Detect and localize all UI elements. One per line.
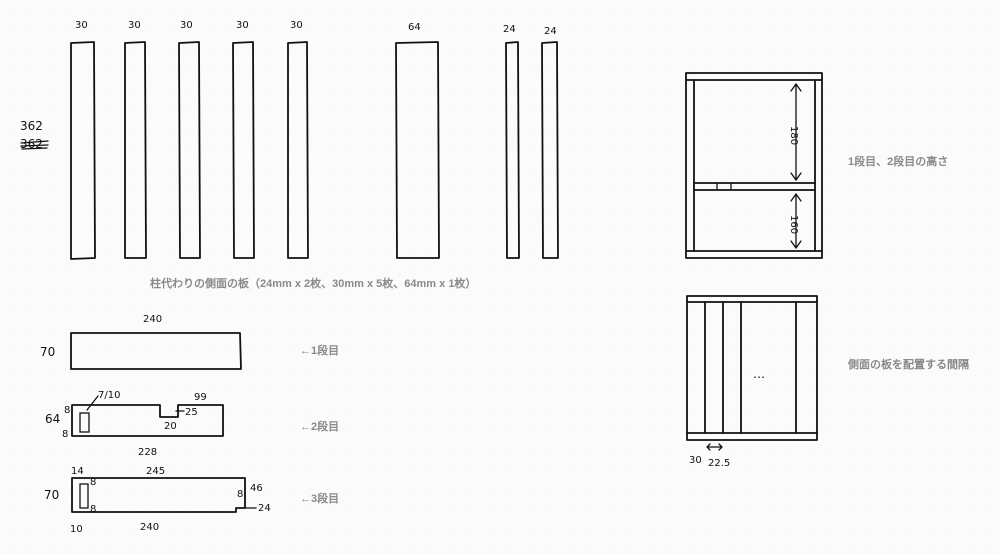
shelf-heights-caption: 1段目、2段目の高さ — [848, 154, 948, 168]
post-width-3: 30 — [180, 20, 193, 31]
post-boards: 30 30 30 30 30 64 24 24 362 362 柱代わりの側面の… — [20, 20, 559, 290]
post-board-7 — [505, 41, 520, 259]
frame-outer — [685, 72, 823, 259]
tier2-slot — [79, 412, 90, 433]
tier3-bottom-left: 10 — [70, 524, 83, 535]
tier1-caption: ←1段目 — [300, 343, 339, 357]
middle-shelf — [693, 182, 816, 191]
lower-height-label: 160 — [788, 215, 799, 234]
tier2-length: 228 — [138, 447, 157, 458]
tier3-right-small: 8 — [237, 489, 243, 500]
tier2-top-left: 8 — [64, 405, 70, 416]
tier2-notch-depth: 25 — [185, 407, 198, 418]
tier2-height: 64 — [45, 412, 60, 426]
tier2-board — [71, 404, 224, 437]
tier2-notch-width: 20 — [164, 421, 177, 432]
post-height-label-crossed: 362 — [20, 137, 43, 151]
post-board-1 — [70, 41, 96, 260]
gap-arrow — [706, 443, 723, 451]
post-board-6 — [395, 41, 440, 259]
tier3-height: 70 — [44, 488, 59, 502]
tier1-board-group: 240 70 ←1段目 — [40, 314, 339, 370]
posts-caption: 柱代わりの側面の板（24mm x 2枚、30mm x 5枚、64mm x 1枚） — [150, 276, 476, 290]
tier3-right-lower: 24 — [258, 503, 271, 514]
tier2-slot-label: 7/10 — [98, 390, 120, 401]
lower-height-arrow — [790, 192, 802, 250]
tier1-length: 240 — [143, 314, 162, 325]
tier2-board-group: 8 7/10 99 64 8 25 20 228 ←2段目 — [45, 390, 339, 458]
post-height-label: 362 — [20, 119, 43, 133]
crossout-scribble — [20, 140, 49, 150]
tier2-bottom-left: 8 — [62, 429, 68, 440]
tier2-slot-leader — [86, 395, 99, 411]
tier1-board — [70, 332, 242, 370]
tier3-right-upper: 46 — [250, 483, 263, 494]
upper-height-label: 180 — [788, 126, 799, 145]
spacing-left-label: 30 — [689, 455, 702, 466]
post-board-8 — [541, 41, 559, 259]
tier3-slot — [79, 483, 89, 509]
post-width-4: 30 — [236, 20, 249, 31]
post-board-5 — [287, 41, 309, 259]
tier3-length-top: 245 — [146, 466, 165, 477]
shelf-heights-diagram: 180 160 1段目、2段目の高さ — [685, 72, 948, 259]
post-width-2: 30 — [128, 20, 141, 31]
post-board-3 — [178, 41, 201, 259]
post-board-2 — [124, 41, 147, 259]
tier3-top-slot: 8 — [90, 477, 96, 488]
post-width-1: 30 — [75, 20, 88, 31]
middle-shelf-joint — [716, 182, 732, 191]
post-board-4 — [232, 41, 255, 259]
post-width-6: 64 — [408, 22, 421, 33]
tier3-length-bottom: 240 — [140, 522, 159, 533]
upper-height-arrow — [790, 82, 802, 182]
spacing-frame — [686, 295, 818, 441]
tier3-board — [71, 477, 246, 513]
spacing-diagram: … 30 22.5 側面の板を配置する間隔 — [686, 295, 969, 469]
spacing-gap-label: 22.5 — [708, 458, 730, 469]
tier2-right-top: 99 — [194, 392, 207, 403]
post-width-5: 30 — [290, 20, 303, 31]
post-width-8: 24 — [544, 26, 557, 37]
tier3-top-left: 14 — [71, 466, 84, 477]
tier3-caption: ←3段目 — [300, 491, 339, 505]
post-width-7: 24 — [503, 24, 516, 35]
spacing-ellipsis: … — [753, 367, 765, 381]
tier3-board-group: 14 8 245 70 46 8 24 8 10 240 ←3段目 — [44, 466, 339, 535]
tier1-height: 70 — [40, 345, 55, 359]
tier2-caption: ←2段目 — [300, 419, 339, 433]
spacing-caption: 側面の板を配置する間隔 — [847, 357, 969, 371]
tier3-bottom-slot: 8 — [90, 504, 96, 515]
